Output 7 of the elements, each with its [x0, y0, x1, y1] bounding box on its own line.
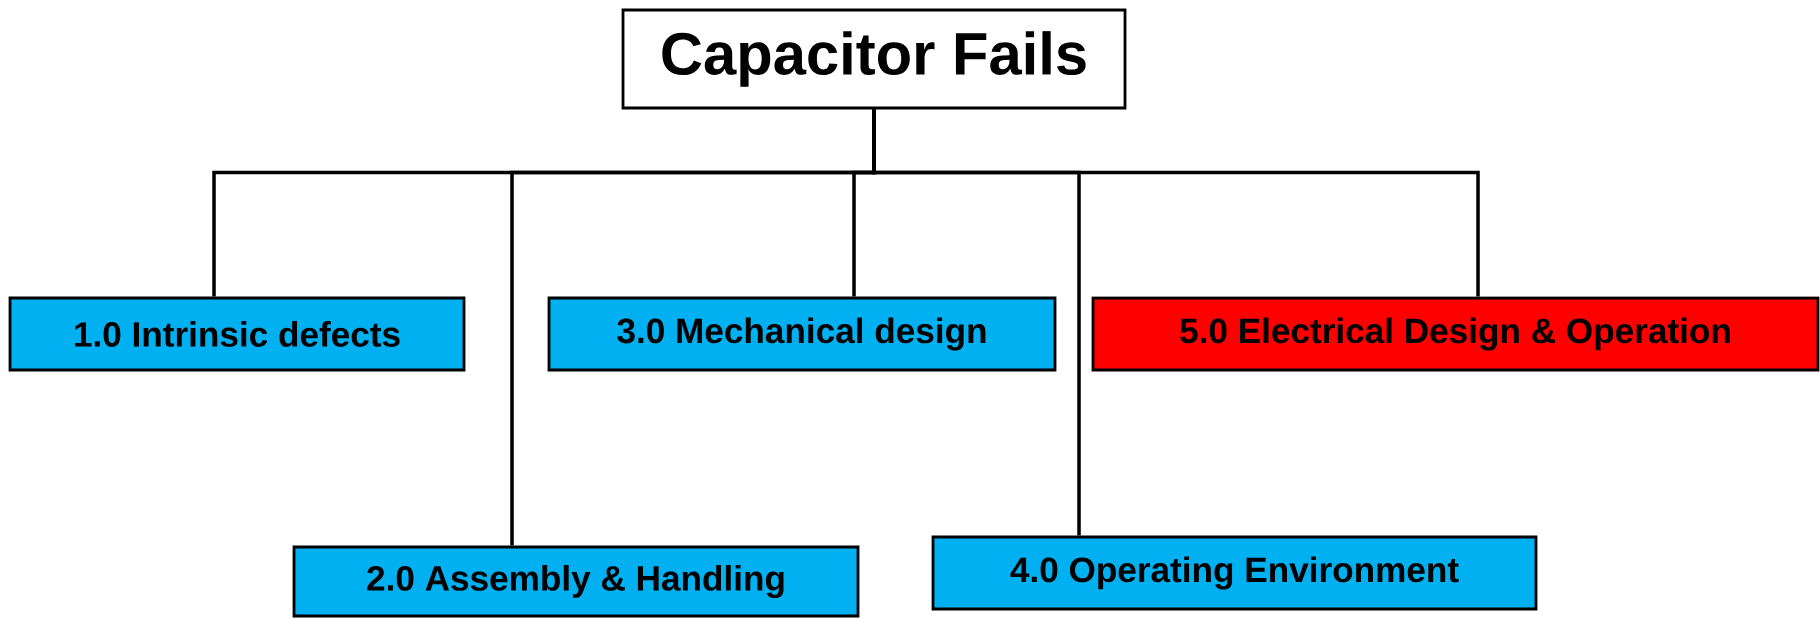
title-box: Capacitor Fails	[621, 8, 1127, 110]
category-box: 3.0 Mechanical design	[547, 296, 1057, 372]
connector-line	[872, 109, 1480, 297]
category-box: 4.0 Operating Environment	[931, 535, 1538, 611]
category-box: 1.0 Intrinsic defects	[8, 296, 466, 372]
category-box: 2.0 Assembly & Handling	[292, 545, 860, 618]
category-box: 5.0 Electrical Design & Operation	[1091, 296, 1820, 372]
